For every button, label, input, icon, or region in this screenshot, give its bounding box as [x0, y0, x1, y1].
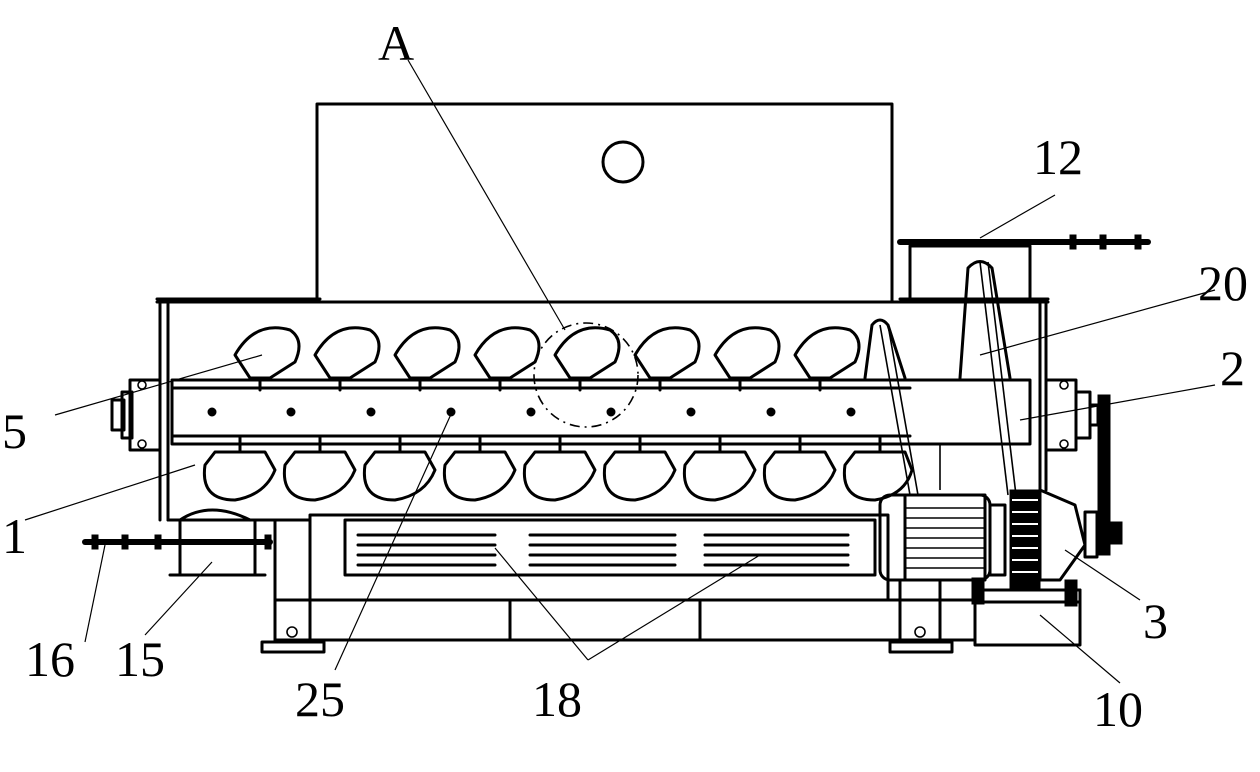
shaft [170, 378, 1032, 446]
discharge-valve [82, 508, 273, 577]
scraper-arms [863, 260, 1017, 496]
top-hopper [315, 102, 894, 304]
label-25: 25 [295, 671, 345, 727]
label-12: 12 [1033, 129, 1083, 185]
left-bearing [110, 378, 162, 452]
label-5: 5 [2, 403, 27, 459]
label-a: A [378, 15, 414, 71]
label-10: 10 [1093, 681, 1143, 737]
heating-section [308, 513, 890, 602]
base-frame [260, 518, 977, 654]
label-20: 20 [1198, 255, 1248, 311]
label-3: 3 [1143, 593, 1168, 649]
gearbox [1038, 488, 1123, 582]
label-16: 16 [25, 631, 75, 687]
lower-paddles [202, 434, 914, 502]
outlet-pipe [897, 234, 1151, 303]
leader-lines [24, 59, 1216, 684]
label-2: 2 [1220, 340, 1245, 396]
label-1: 1 [2, 508, 27, 564]
motor-base [971, 577, 1082, 647]
motor [878, 489, 1041, 591]
label-15: 15 [115, 631, 165, 687]
hopper-port-circle [601, 140, 645, 184]
reference-labels: A 12 20 2 5 1 3 16 15 25 18 10 [2, 15, 1248, 737]
detail-circle-a [533, 322, 639, 428]
label-18: 18 [532, 671, 582, 727]
